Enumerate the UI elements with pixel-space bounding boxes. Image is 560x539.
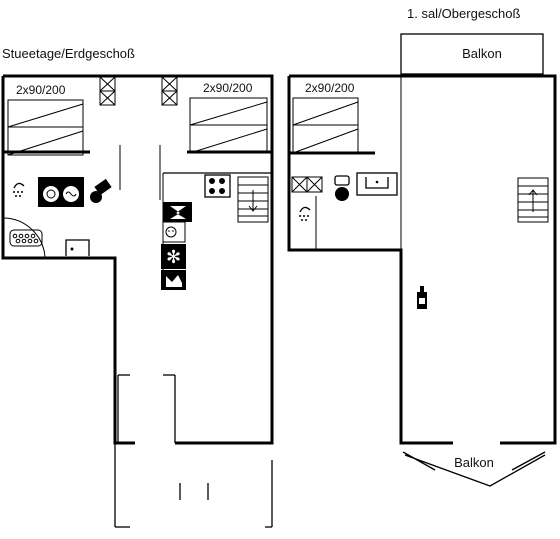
bed-label: 2x90/200	[305, 81, 355, 95]
wardrobe-icon	[291, 176, 323, 193]
upper-floor-plan: Balkon Balkon 2x90/200	[287, 33, 557, 487]
toilet-icon	[90, 178, 112, 203]
wardrobe-icon	[99, 76, 116, 106]
balcony-bottom	[402, 451, 546, 487]
upper-floor-title: 1. sal/Obergeschoß	[407, 6, 521, 21]
shower-icon	[13, 182, 25, 197]
washing-machine-icon	[38, 177, 84, 207]
freezer-icon: ✻	[161, 244, 186, 269]
svg-text:✻: ✻	[166, 247, 181, 268]
terrace-outline	[114, 374, 273, 528]
sink-icon	[356, 172, 398, 196]
sink-icon	[65, 239, 90, 256]
staircase-icon	[237, 176, 269, 223]
balcony-bottom-label: Balkon	[454, 455, 494, 470]
dishwasher-icon	[163, 202, 192, 222]
toilet-icon	[334, 175, 350, 201]
bathtub-icon	[2, 217, 46, 259]
upper-floor-walls	[287, 74, 557, 445]
stove-icon	[204, 174, 231, 198]
wardrobe-icon	[161, 76, 178, 106]
double-bed-icon	[189, 97, 268, 154]
double-bed-icon	[292, 97, 359, 154]
bed-label: 2x90/200	[203, 81, 253, 95]
bed-label: 2x90/200	[16, 83, 66, 97]
ground-floor-title: Stueetage/Erdgeschoß	[2, 46, 135, 61]
double-bed-icon	[7, 99, 84, 156]
fire-extinguisher-icon	[417, 286, 427, 309]
ground-floor-walls	[1, 74, 274, 445]
oven-icon	[161, 270, 186, 290]
ground-floor-plan: 2x90/200 2x90/200	[1, 74, 274, 528]
staircase-icon	[517, 177, 549, 223]
balcony-top	[400, 33, 544, 75]
fridge-icon	[162, 221, 186, 243]
shower-icon	[299, 206, 311, 221]
balcony-top-label: Balkon	[462, 46, 502, 61]
